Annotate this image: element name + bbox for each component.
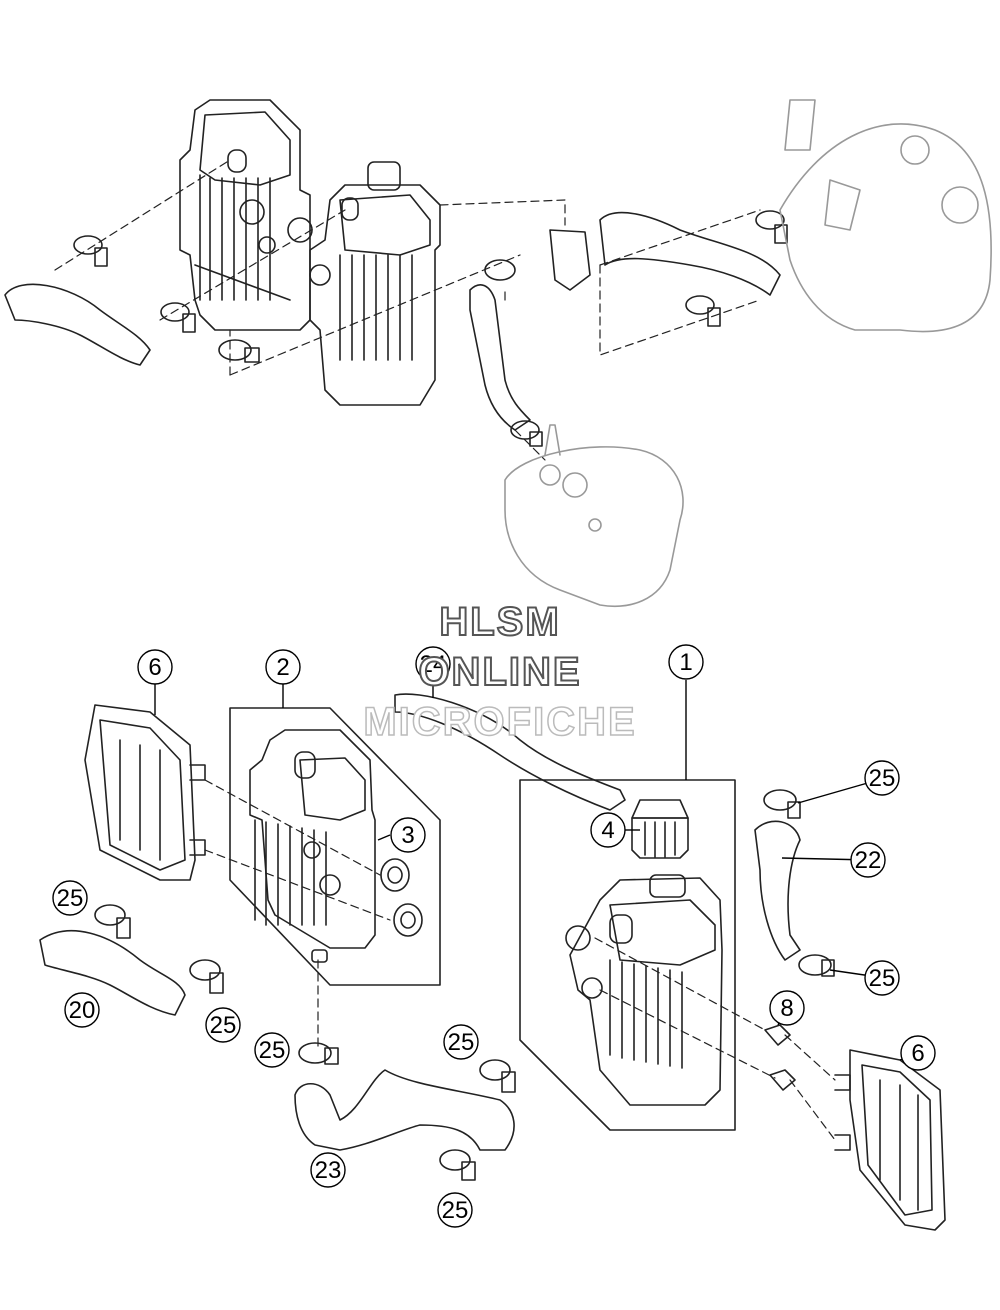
callout-25-left: 25 <box>52 880 88 916</box>
callout-25-middle: 25 <box>443 1024 479 1060</box>
callout-3: 3 <box>390 817 426 853</box>
part-4-radiator-cap <box>631 799 689 859</box>
part-6-right-shroud <box>834 1049 946 1231</box>
part-6-left-shroud <box>84 704 206 881</box>
top-dashed-lines <box>54 159 761 461</box>
svg-text:8: 8 <box>780 995 793 1022</box>
top-left-radiator <box>179 99 311 331</box>
callout-24: 24 <box>415 646 451 682</box>
svg-text:25: 25 <box>259 1037 286 1064</box>
svg-text:25: 25 <box>448 1029 475 1056</box>
callout-22: 22 <box>850 842 886 878</box>
svg-text:23: 23 <box>315 1157 342 1184</box>
svg-text:1: 1 <box>679 649 692 676</box>
part-20-hose <box>39 930 186 1016</box>
svg-text:4: 4 <box>601 817 614 844</box>
svg-text:6: 6 <box>911 1040 924 1067</box>
top-right-radiator <box>287 161 441 406</box>
svg-text:25: 25 <box>210 1012 237 1039</box>
svg-text:24: 24 <box>420 651 447 678</box>
watermark-line-3: MICROFICHE <box>363 699 637 745</box>
callout-25-bottom-center: 25 <box>254 1032 290 1068</box>
svg-text:20: 20 <box>69 997 96 1024</box>
top-crankcase-cover <box>779 99 992 333</box>
top-assembly <box>4 99 992 607</box>
svg-text:22: 22 <box>855 847 882 874</box>
callout-6-right: 6 <box>900 1035 936 1071</box>
callout-25-left-lower: 25 <box>205 1007 241 1043</box>
top-hose-middle <box>469 284 531 431</box>
callout-4: 4 <box>590 812 626 848</box>
callout-1: 1 <box>668 644 704 680</box>
part-8-screws <box>764 1024 796 1091</box>
part-23-hose <box>294 1069 515 1151</box>
svg-text:25: 25 <box>442 1197 469 1224</box>
top-hose-left <box>4 283 151 366</box>
part-22-hose <box>754 820 801 961</box>
svg-text:3: 3 <box>401 822 414 849</box>
top-cylinder-head <box>504 424 684 607</box>
svg-text:2: 2 <box>276 654 289 681</box>
callout-23: 23 <box>310 1152 346 1188</box>
watermark-line-2: ONLINE <box>417 649 582 695</box>
bottom-dashed-lines <box>204 779 836 1141</box>
callout-25-bottom: 25 <box>437 1192 473 1228</box>
callout-25-top-right: 25 <box>864 760 900 796</box>
part-24-breather-hose <box>394 693 626 811</box>
callout-2: 2 <box>265 649 301 685</box>
top-hose-right <box>599 211 781 296</box>
part-25-clamps <box>94 789 835 1181</box>
svg-text:6: 6 <box>148 654 161 681</box>
top-clamps <box>73 210 788 447</box>
callout-6-left: 6 <box>137 649 173 685</box>
part-1-radiator-right <box>519 779 736 1131</box>
callout-20: 20 <box>64 992 100 1028</box>
callout-25-right: 25 <box>864 960 900 996</box>
callout-8: 8 <box>769 990 805 1026</box>
svg-text:25: 25 <box>57 885 84 912</box>
svg-text:25: 25 <box>869 765 896 792</box>
part-3-grommets <box>380 858 423 937</box>
watermark-line-1: HLSM <box>438 599 561 645</box>
svg-text:25: 25 <box>869 965 896 992</box>
